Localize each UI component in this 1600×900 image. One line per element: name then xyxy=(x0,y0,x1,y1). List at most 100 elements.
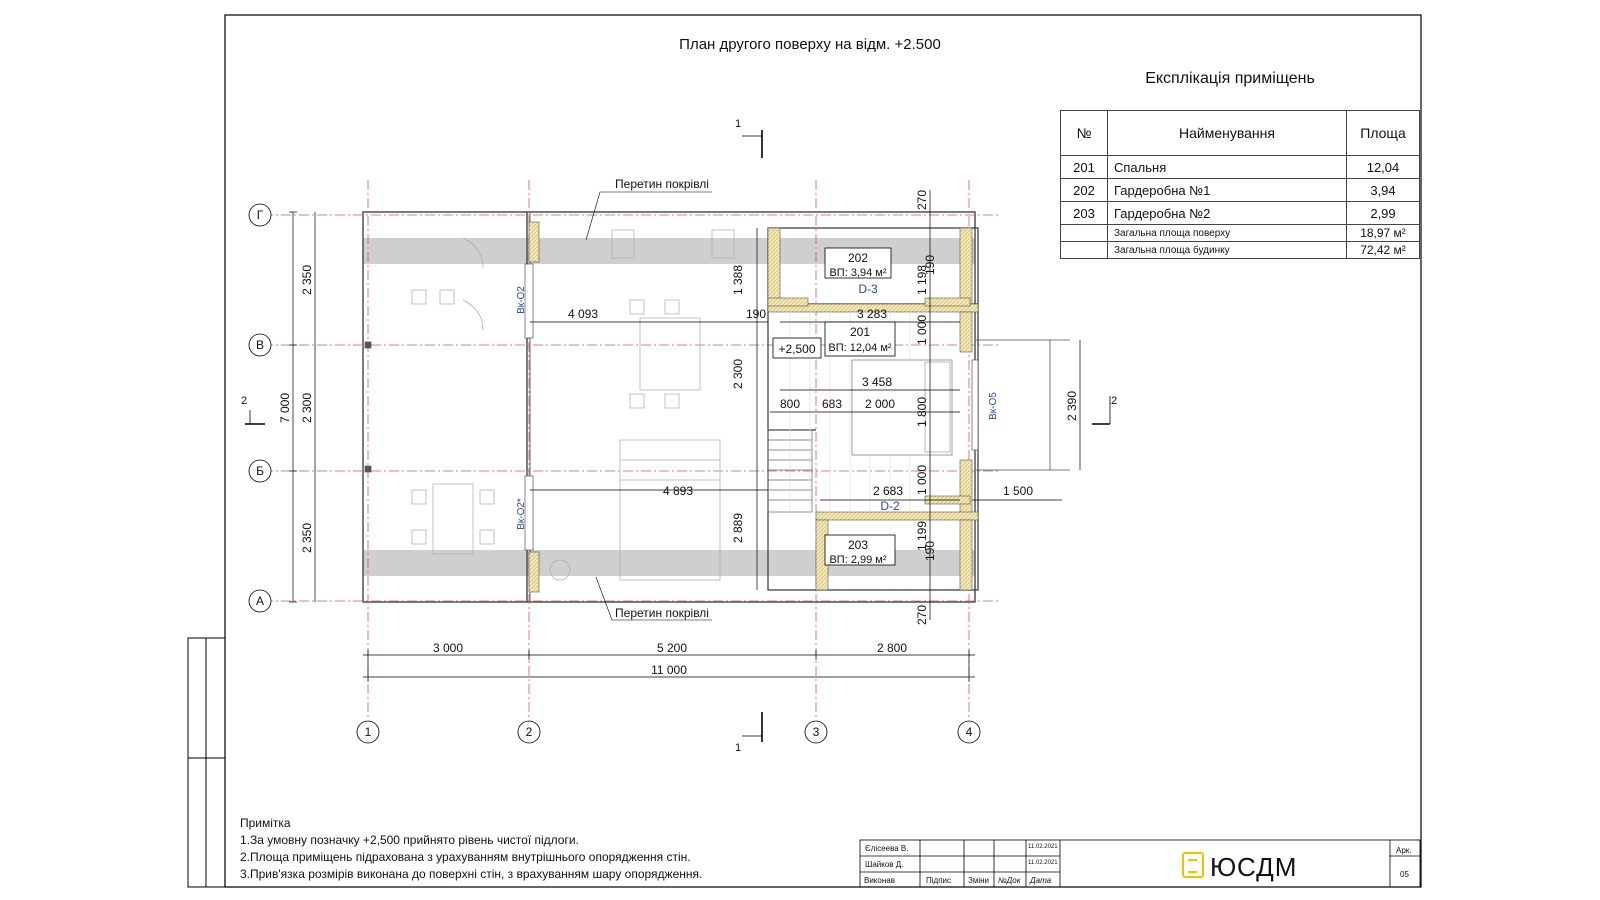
total-row-house: Загальна площа будинку 72,42 м² xyxy=(1060,241,1420,259)
dim-683: 683 xyxy=(822,397,842,411)
door-d2: D-2 xyxy=(880,499,900,513)
stamp-caption-changes: Зміни xyxy=(968,876,989,885)
axis-label-b: Б xyxy=(256,464,264,478)
total-floor-area: 18,97 м² xyxy=(1346,224,1420,242)
dim-1199: 1 199 xyxy=(915,521,929,551)
title-block-text: Єлісеева В. Шайков Д. 11.02.2021 11.02.2… xyxy=(860,842,1420,887)
dim-3458: 3 458 xyxy=(862,375,892,389)
row-area: 12,04 xyxy=(1346,155,1420,179)
stamp-name-2: Шайков Д. xyxy=(865,860,904,869)
stamp-date-1: 11.02.2021 xyxy=(1028,844,1058,850)
row-name: Спальня xyxy=(1107,155,1347,179)
dim-1198: 1 198 xyxy=(915,265,929,295)
dim-2000: 2 000 xyxy=(865,397,895,411)
total-house-label: Загальна площа будинку xyxy=(1107,241,1347,259)
header-area: Площа xyxy=(1346,110,1420,156)
room-201-area: ВП: 12,04 м² xyxy=(828,342,892,354)
axis-label-g: Г xyxy=(257,208,264,222)
row-name: Гардеробна №2 xyxy=(1107,201,1347,225)
header-name: Найменування xyxy=(1107,110,1347,156)
dim-1000-top: 1 000 xyxy=(915,315,929,345)
dim-190-bottom: 190 xyxy=(923,541,937,561)
dim-2390: 2 390 xyxy=(1065,391,1079,421)
dim-inner-2300: 2 300 xyxy=(731,359,745,389)
section-mark-left: 2 xyxy=(241,395,247,407)
dim-left-7000: 7 000 xyxy=(278,393,292,423)
stamp-caption-executed: Виконав xyxy=(864,876,895,885)
level-mark: +2,500 xyxy=(778,342,815,356)
dim-270-top: 270 xyxy=(915,190,929,210)
axis-label-4: 4 xyxy=(966,725,973,739)
house-logo-icon xyxy=(1182,852,1204,878)
company-logo: ЮСДМ xyxy=(1182,852,1297,883)
window-vk-o2: Вк-О2 xyxy=(516,286,527,314)
stamp-caption-signature: Підпис xyxy=(926,876,951,885)
table-row: 201 Спальня 12,04 xyxy=(1060,155,1420,179)
room-202-area: ВП: 3,94 м² xyxy=(829,267,886,279)
header-no: № xyxy=(1060,110,1108,156)
dim-5200: 5 200 xyxy=(657,641,687,655)
section-mark-top: 1 xyxy=(735,118,741,130)
stamp-name-1: Єлісеева В. xyxy=(865,844,909,853)
dim-3000: 3 000 xyxy=(433,641,463,655)
section-mark-right: 2 xyxy=(1111,395,1117,407)
note-item: 3.Прив'язка розмірів виконана до поверхн… xyxy=(240,867,703,881)
row-no: 203 xyxy=(1060,201,1108,225)
dim-2800: 2 800 xyxy=(877,641,907,655)
dim-2683: 2 683 xyxy=(873,484,903,498)
explication-table: № Найменування Площа 201 Спальня 12,04 2… xyxy=(1060,110,1420,259)
stamp-caption-date: Дата xyxy=(1030,876,1052,885)
window-vk-o2-star: Вк-О2* xyxy=(516,498,527,530)
dim-1388: 1 388 xyxy=(731,265,745,295)
notes-block: Примітка 1.За умовну позначку +2,500 при… xyxy=(240,815,702,883)
axis-label-3: 3 xyxy=(813,725,820,739)
room-203-number: 203 xyxy=(848,538,868,552)
dim-1500: 1 500 xyxy=(1003,484,1033,498)
row-area: 3,94 xyxy=(1346,178,1420,202)
explication-title: Експлікація приміщень xyxy=(1145,70,1315,87)
dim-190: 190 xyxy=(746,307,766,321)
dim-2889: 2 889 xyxy=(731,513,745,543)
sheet-frame xyxy=(224,14,1422,888)
stamp-sheet-number: 05 xyxy=(1400,870,1409,879)
roof-label-bottom: Перетин покрівлі xyxy=(615,606,709,620)
explication-header-row: № Найменування Площа xyxy=(1060,110,1420,156)
row-area: 2,99 xyxy=(1346,201,1420,225)
stamp-date-2: 11.02.2021 xyxy=(1028,860,1058,866)
axis-label-a: А xyxy=(256,594,264,608)
furniture xyxy=(411,229,735,581)
note-item: 2.Площа приміщень підрахована з урахуван… xyxy=(240,850,691,864)
dim-4893: 4 893 xyxy=(663,484,693,498)
notes-heading: Примітка xyxy=(240,816,291,830)
stamp-sheet-label: Арк. xyxy=(1396,846,1412,855)
dim-11000: 11 000 xyxy=(651,663,687,677)
title-block xyxy=(859,839,1421,888)
dimension-lines xyxy=(289,190,1081,682)
drawing-title: План другого поверху на відм. +2.500 xyxy=(679,36,941,53)
stamp-caption-doc: №Док xyxy=(998,876,1021,885)
table-row: 203 Гардеробна №2 2,99 xyxy=(1060,201,1420,225)
dim-270-bottom: 270 xyxy=(915,605,929,625)
section-mark-bottom: 1 xyxy=(735,742,741,754)
axis-label-v: В xyxy=(256,338,264,352)
logo-text: ЮСДМ xyxy=(1210,852,1298,882)
axis-label-2: 2 xyxy=(526,725,533,739)
row-name: Гардеробна №1 xyxy=(1107,178,1347,202)
total-row-floor: Загальна площа поверху 18,97 м² xyxy=(1060,224,1420,242)
total-house-area: 72,42 м² xyxy=(1346,241,1420,259)
dim-left-2300: 2 300 xyxy=(300,393,314,423)
room-202-number: 202 xyxy=(848,251,868,265)
dim-left-2350-top: 2 350 xyxy=(300,265,314,295)
room-203-area: ВП: 2,99 м² xyxy=(829,554,886,566)
row-no: 201 xyxy=(1060,155,1108,179)
dim-800: 800 xyxy=(780,397,800,411)
dim-4093: 4 093 xyxy=(568,307,598,321)
total-floor-label: Загальна площа поверху xyxy=(1107,224,1347,242)
section-marks xyxy=(245,130,1111,742)
note-item: 1.За умовну позначку +2,500 прийнято рів… xyxy=(240,833,579,847)
roof-label-top: Перетин покрівлі xyxy=(615,177,709,191)
dim-190-top: 190 xyxy=(923,255,937,275)
dim-1000-bottom: 1 000 xyxy=(915,465,929,495)
